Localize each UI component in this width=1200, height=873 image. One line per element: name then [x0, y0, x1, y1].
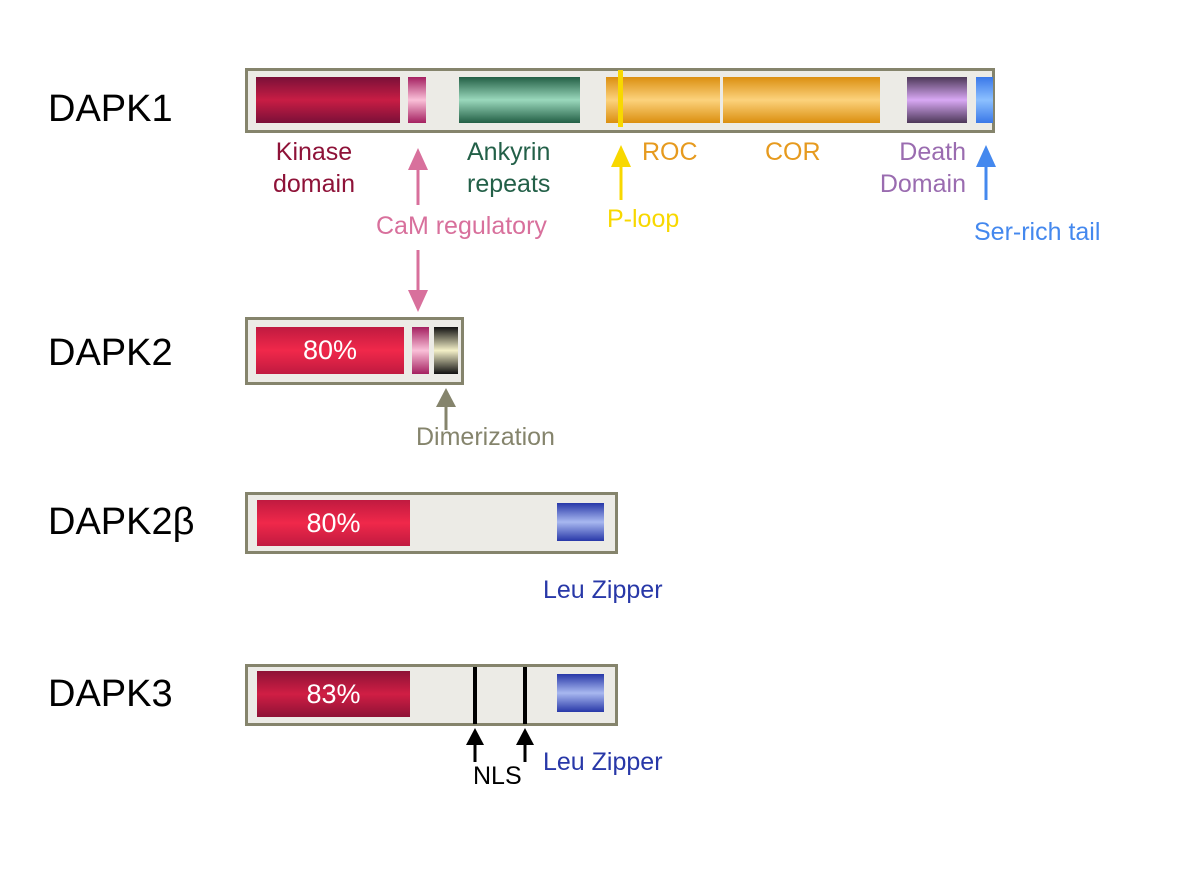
dapk3-leu-zipper: [557, 674, 604, 712]
cam-arrow-up: [408, 148, 428, 205]
dapk1-roc-domain: [606, 77, 720, 123]
dapk3-kinase-domain: 83%: [257, 671, 410, 717]
nls-arrow-1: [466, 728, 484, 762]
dapk2-cam-domain: [412, 327, 429, 374]
cor-label: COR: [765, 138, 821, 166]
kinase-label: Kinase domain: [273, 136, 355, 200]
dimerization-arrow: [436, 388, 456, 430]
dapk1-cam-domain: [408, 77, 426, 123]
ankyrin-label-line1: Ankyrin: [467, 138, 551, 166]
dapk3-leu-label: Leu Zipper: [543, 748, 663, 776]
death-label-line2: Domain: [879, 170, 966, 198]
roc-label: ROC: [642, 138, 698, 166]
dapk3-title: DAPK3: [48, 673, 173, 715]
dapk1-ploop-mark: [618, 70, 623, 127]
dapk1-ankyrin-domain: [459, 77, 580, 123]
ankyrin-label: Ankyrin repeats: [467, 136, 550, 200]
ser-arrow: [976, 145, 996, 200]
cam-label: CaM regulatory: [376, 212, 547, 240]
cam-arrow-down: [408, 250, 428, 312]
dapk3-nls-mark-1: [473, 667, 477, 724]
dapk1-kinase-domain: [256, 77, 400, 123]
ser-label: Ser-rich tail: [974, 218, 1101, 246]
dapk2-kinase-domain: 80%: [256, 327, 404, 374]
nls-arrow-2: [516, 728, 534, 762]
dapk2b-title: DAPK2β: [48, 501, 195, 543]
kinase-label-line1: Kinase: [275, 138, 353, 166]
dapk2-dimerization-domain: [434, 327, 458, 374]
dapk1-title: DAPK1: [48, 88, 173, 130]
dapk1-ser-tail: [976, 77, 993, 123]
kinase-label-line2: domain: [273, 170, 355, 198]
dapk3-nls-mark-2: [523, 667, 527, 724]
ankyrin-label-line2: repeats: [467, 170, 551, 198]
dimerization-label: Dimerization: [416, 423, 555, 451]
nls-label: NLS: [473, 762, 522, 790]
dapk1-death-domain: [907, 77, 967, 123]
dapk2-title: DAPK2: [48, 332, 173, 374]
dapk1-cor-domain: [723, 77, 880, 123]
death-label-line1: Death: [899, 138, 966, 166]
ploop-label: P-loop: [607, 205, 680, 233]
ploop-arrow: [611, 145, 631, 200]
dapk2b-kinase-domain: 80%: [257, 500, 410, 546]
dapk2b-leu-label: Leu Zipper: [543, 576, 663, 604]
dapk2b-leu-zipper: [557, 503, 604, 541]
